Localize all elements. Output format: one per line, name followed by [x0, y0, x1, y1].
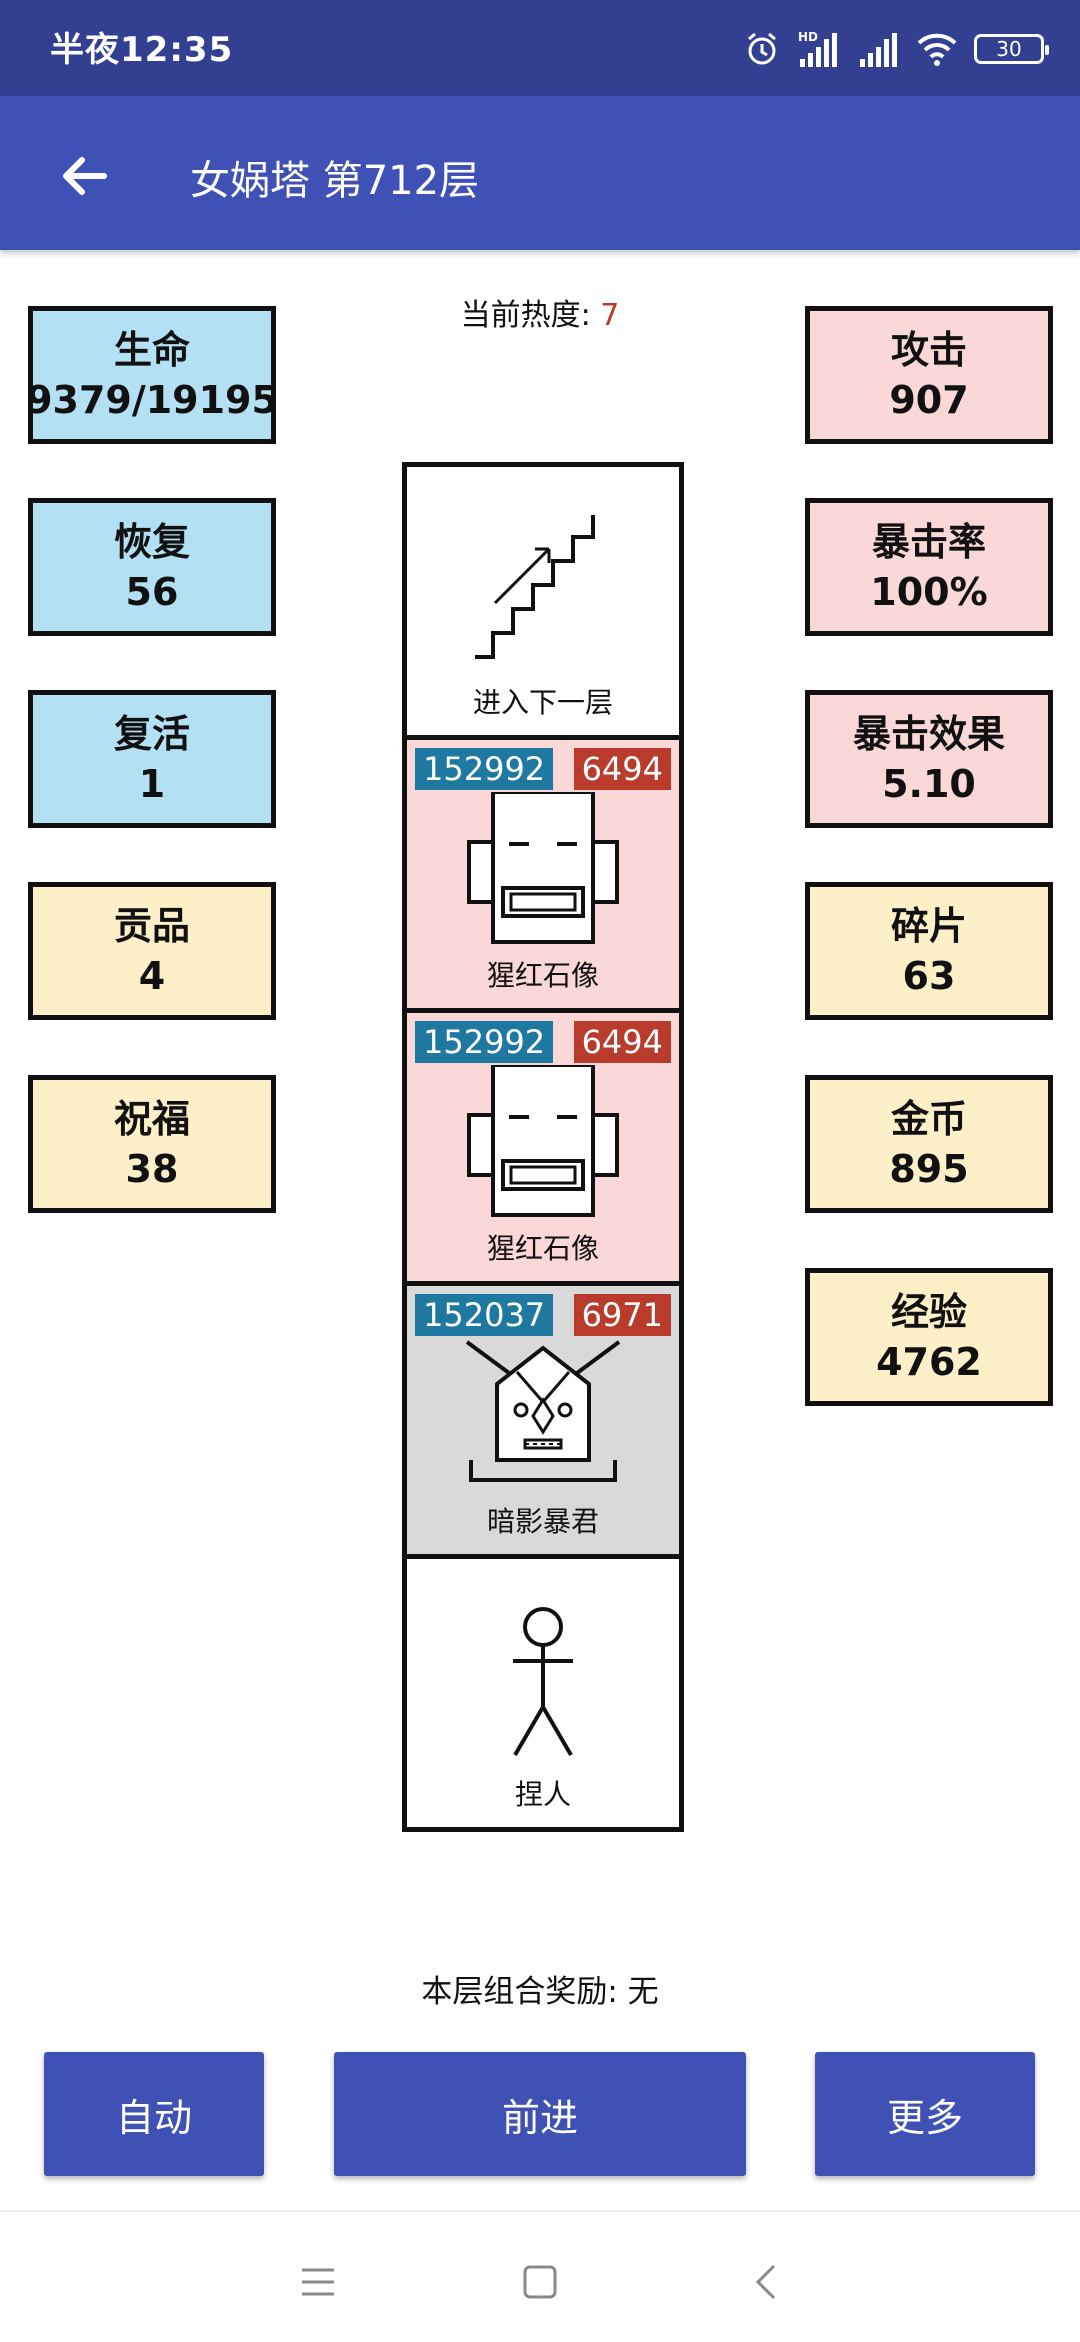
back-arrow-icon[interactable]	[52, 144, 116, 208]
stat-value: 56	[125, 570, 179, 614]
stat-label: 碎片	[890, 904, 967, 948]
enemy-name: 猩红石像	[486, 959, 599, 992]
cell-label: 进入下一层	[472, 686, 613, 719]
hd-text: HD	[798, 30, 818, 44]
shadow-tyrant-icon	[465, 1340, 621, 1482]
stat-value: 4762	[876, 1340, 982, 1384]
enemy-atk-badge: 6494	[573, 1021, 671, 1063]
page-title: 女娲塔 第712层	[190, 158, 480, 204]
stat-label: 恢复	[113, 520, 190, 564]
status-time: 半夜12:35	[50, 30, 234, 70]
hd-signal-icon: HD	[798, 30, 837, 67]
wifi-icon	[917, 33, 957, 66]
signal-icon	[860, 33, 897, 67]
stone-statue-icon	[467, 1065, 619, 1217]
system-nav-bar	[0, 2210, 1080, 2342]
stat-revive[interactable]: 复活 1	[28, 690, 276, 828]
stat-label: 暴击率	[871, 520, 986, 564]
stat-label: 祝福	[113, 1097, 190, 1141]
tower-cell-enemy[interactable]: 152992 6494 猩红石像	[407, 1013, 679, 1286]
stat-fragments[interactable]: 碎片 63	[805, 882, 1053, 1020]
stat-attack[interactable]: 攻击 907	[805, 306, 1053, 444]
stat-tribute[interactable]: 贡品 4	[28, 882, 276, 1020]
stat-label: 贡品	[113, 904, 190, 948]
stat-value: 4	[138, 954, 166, 998]
more-button[interactable]: 更多	[815, 2052, 1035, 2176]
menu-icon[interactable]	[288, 2252, 348, 2312]
app-bar: 女娲塔 第712层	[0, 96, 1080, 250]
stat-value: 895	[889, 1147, 969, 1191]
stick-figure-icon	[513, 1607, 573, 1757]
tower-cell-player[interactable]: 捏人	[407, 1559, 679, 1832]
stat-label: 复活	[113, 712, 190, 756]
heat-value: 7	[600, 298, 620, 333]
stat-gold[interactable]: 金币 895	[805, 1075, 1053, 1213]
enemy-atk-badge: 6494	[573, 748, 671, 790]
stat-life[interactable]: 生命 9379/19195	[26, 306, 278, 444]
stat-label: 金币	[890, 1097, 967, 1141]
heat-label: 当前热度:	[460, 298, 601, 333]
stairs-icon	[475, 515, 595, 659]
status-bar: 半夜12:35 HD 30	[0, 0, 1080, 96]
stat-value: 38	[125, 1147, 179, 1191]
stat-value: 907	[889, 378, 969, 422]
stat-label: 生命	[113, 328, 190, 372]
stat-value: 100%	[870, 570, 988, 614]
enemy-name: 暗影暴君	[486, 1505, 599, 1538]
enemy-hp-badge: 152992	[415, 748, 554, 790]
stat-label: 攻击	[890, 328, 967, 372]
back-chevron-icon[interactable]	[738, 2252, 798, 2312]
combo-reward-text: 本层组合奖励: 无	[421, 1974, 659, 2010]
heat-indicator: 当前热度: 7	[0, 290, 1080, 334]
stat-label: 经验	[890, 1290, 967, 1334]
battery-icon: 30	[974, 34, 1049, 64]
home-square-icon[interactable]	[510, 2252, 570, 2312]
stat-value: 9379/19195	[26, 378, 278, 422]
tower-cell-enemy[interactable]: 152037 6971 暗影暴君	[407, 1286, 679, 1559]
enemy-atk-badge: 6971	[573, 1294, 671, 1336]
enemy-name: 猩红石像	[486, 1232, 599, 1265]
player-label: 捏人	[514, 1778, 571, 1811]
tower-cell-enemy[interactable]: 152992 6494 猩红石像	[407, 740, 679, 1013]
auto-button[interactable]: 自动	[44, 2052, 264, 2176]
stone-statue-icon	[467, 792, 619, 944]
stat-crit-rate[interactable]: 暴击率 100%	[805, 498, 1053, 636]
stat-value: 1	[138, 762, 166, 806]
advance-button[interactable]: 前进	[334, 2052, 746, 2176]
tower-cell-stairs[interactable]: 进入下一层	[407, 467, 679, 740]
tower: 进入下一层 152992 6494 猩红石像 152992 6494 猩红石像	[402, 462, 684, 1832]
stat-value: 63	[902, 954, 956, 998]
stat-recovery[interactable]: 恢复 56	[28, 498, 276, 636]
stat-blessing[interactable]: 祝福 38	[28, 1075, 276, 1213]
stat-label: 暴击效果	[852, 712, 1005, 756]
status-icons: HD 30	[744, 24, 1049, 74]
stat-experience[interactable]: 经验 4762	[805, 1268, 1053, 1406]
alarm-icon	[748, 32, 776, 65]
battery-level: 30	[996, 37, 1022, 61]
stat-crit-effect[interactable]: 暴击效果 5.10	[805, 690, 1053, 828]
stat-value: 5.10	[882, 762, 976, 806]
enemy-hp-badge: 152992	[415, 1021, 554, 1063]
enemy-hp-badge: 152037	[415, 1294, 554, 1336]
